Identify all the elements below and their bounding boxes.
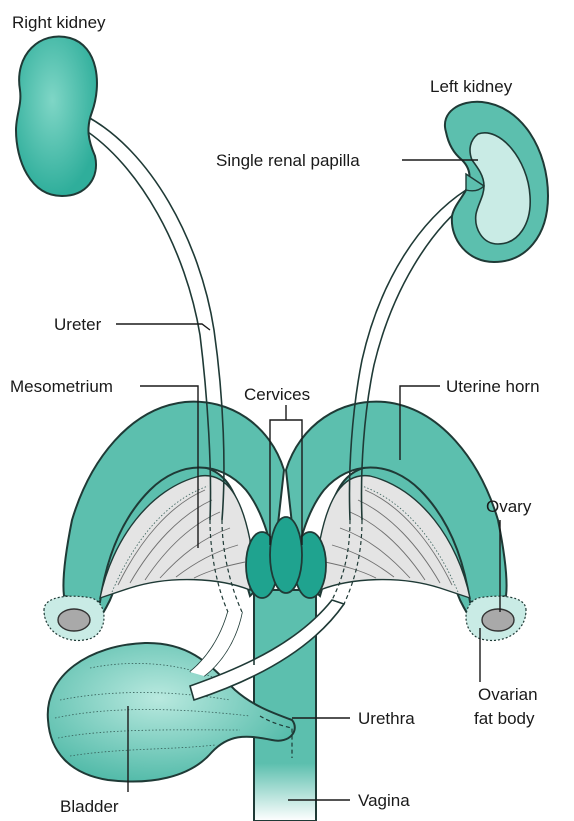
label-bladder: Bladder <box>60 797 119 816</box>
label-ovarian-fat-body-1: Ovarian <box>478 685 538 704</box>
label-left-kidney: Left kidney <box>430 77 513 96</box>
label-ovarian-fat-body-2: fat body <box>474 709 535 728</box>
label-mesometrium: Mesometrium <box>10 377 113 396</box>
label-right-kidney: Right kidney <box>12 13 106 32</box>
right-kidney[interactable] <box>16 37 97 196</box>
label-vagina: Vagina <box>358 791 410 810</box>
label-uterine-horn: Uterine horn <box>446 377 540 396</box>
ovary-right <box>482 609 514 631</box>
label-ovary: Ovary <box>486 497 532 516</box>
label-urethra: Urethra <box>358 709 415 728</box>
ovary-left <box>58 609 90 631</box>
label-ureter: Ureter <box>54 315 102 334</box>
cervices <box>246 517 326 598</box>
label-cervices: Cervices <box>244 385 310 404</box>
vagina <box>254 590 316 821</box>
label-renal-papilla: Single renal papilla <box>216 151 360 170</box>
